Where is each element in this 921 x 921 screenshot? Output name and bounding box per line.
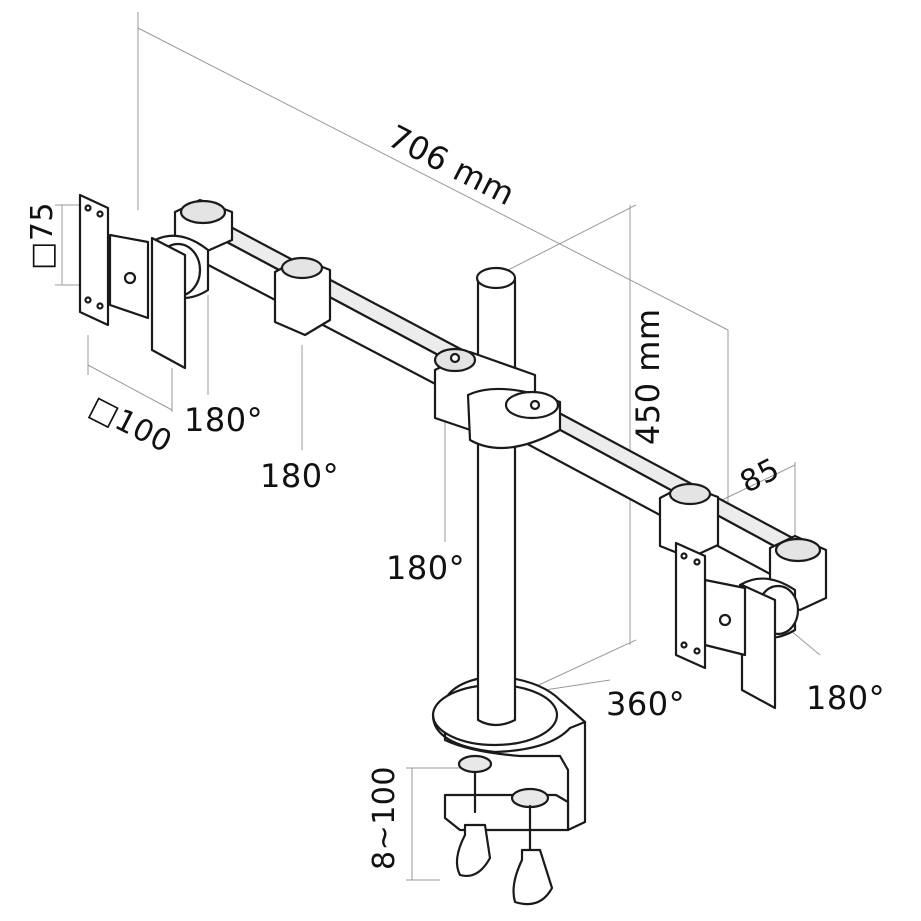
right-tilt-plate: [740, 583, 777, 710]
left-monitor-head: [78, 193, 234, 370]
dim-line-vesa-large: [87, 364, 173, 411]
dimension-lines: [55, 12, 821, 881]
dim-line-width: [137, 27, 729, 331]
right-vesa-plate: [674, 541, 707, 670]
height-label: 450 mm: [629, 308, 667, 445]
right-slider: [658, 482, 720, 560]
pole: [475, 266, 517, 727]
left-swivel-rotation-label: 180°: [260, 457, 340, 495]
center-arm-rotation-label: 180°: [386, 549, 466, 587]
center-hub: [433, 347, 562, 450]
clamp-handle-1: [455, 823, 492, 877]
left-tilt-plate: [150, 236, 187, 370]
dim-line-offset: [721, 464, 796, 501]
vesa-small-label: □75: [25, 201, 60, 270]
leader-right-tilt: [789, 629, 821, 656]
right-monitor-head: [674, 534, 828, 710]
left-tilt-rotation-label: 180°: [184, 401, 264, 439]
left-slider: [273, 256, 332, 337]
clamp-handle-2: [512, 848, 554, 906]
pole-rotation-label: 360°: [606, 685, 686, 723]
leader-pole: [544, 679, 611, 691]
arm-assembly: [78, 193, 828, 906]
dim-ext-height-bottom: [527, 639, 637, 691]
right-tilt-rotation-label: 180°: [806, 679, 886, 717]
desk-thickness-label: 8~100: [367, 766, 402, 870]
dim-ext-height-top: [507, 204, 637, 271]
left-vesa-plate: [78, 193, 110, 327]
